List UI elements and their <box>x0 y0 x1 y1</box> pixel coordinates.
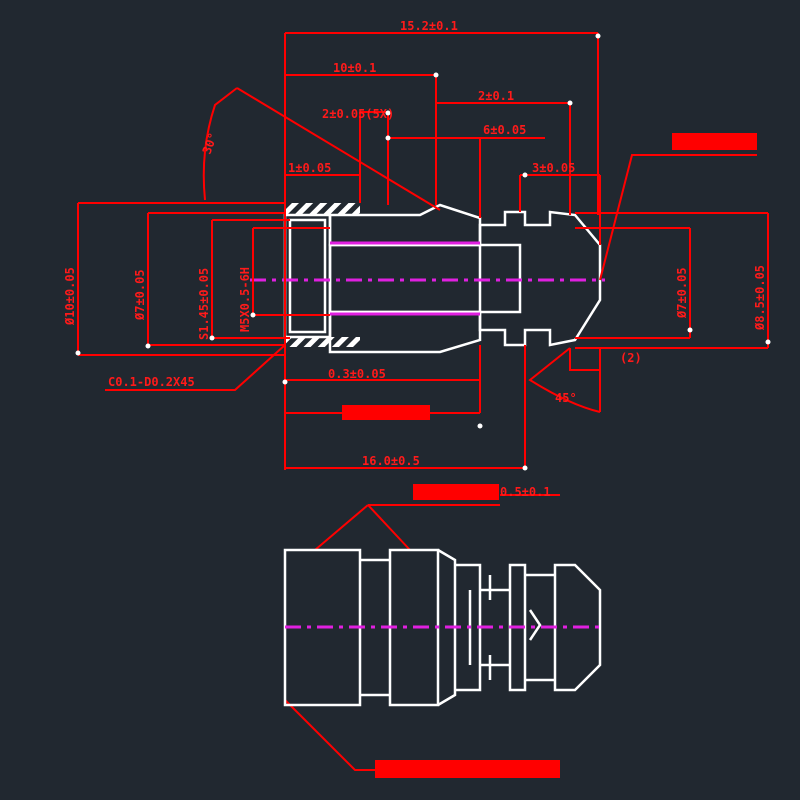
dim-seat-dia: S1.45±0.05 <box>197 268 211 340</box>
material-label-box <box>375 760 560 778</box>
dim-neck: 6±0.05 <box>483 123 526 137</box>
hatch-tip <box>478 210 602 347</box>
dim-shoulder: 2±0.1 <box>478 89 514 103</box>
cap-outline <box>283 213 332 339</box>
hatch-bottom-cap <box>285 337 360 347</box>
dim-angle-30: 30° <box>200 131 221 156</box>
length-label-box <box>342 405 430 420</box>
dimension-texts: 15.2±0.1 10±0.1 2±0.05(5X) 2±0.1 6±0.05 … <box>63 19 767 499</box>
part-label-box <box>672 133 757 150</box>
dim-outer-dia: Ø10±0.05 <box>63 267 77 326</box>
dim-head-length: 10±0.1 <box>333 61 376 75</box>
dim-chamfer-width: 1±0.05 <box>288 161 331 175</box>
knurl-label-box <box>413 484 499 500</box>
dimension-points <box>75 33 771 471</box>
dim-knurl: 0.5±0.1 <box>500 485 551 499</box>
dim-collar-dia: Ø8.5±0.05 <box>753 265 767 331</box>
section-view <box>250 203 605 354</box>
dim-thread: M5X0.5-6H <box>238 267 252 332</box>
dim-tip: 3±0.05 <box>532 161 575 175</box>
dim-ref: (2) <box>620 351 642 365</box>
cap-inner-outline <box>288 218 327 334</box>
dimension-lines <box>77 32 769 771</box>
dim-total: 16.0±0.5 <box>362 454 420 468</box>
dim-tip-dia: Ø7±0.05 <box>675 267 689 319</box>
dim-angle-45: 45° <box>555 391 577 405</box>
dim-overall-length: 15.2±0.1 <box>400 19 458 33</box>
dim-step: 0.3±0.05 <box>328 367 386 381</box>
exterior-view <box>283 548 602 707</box>
dim-chamfer-note: C0.1-D0.2X45 <box>108 375 195 389</box>
dim-groove-pitch: 2±0.05(5X) <box>322 107 394 121</box>
dim-inner-dia: Ø7±0.05 <box>133 269 147 321</box>
hatch-top-cap <box>285 203 360 215</box>
